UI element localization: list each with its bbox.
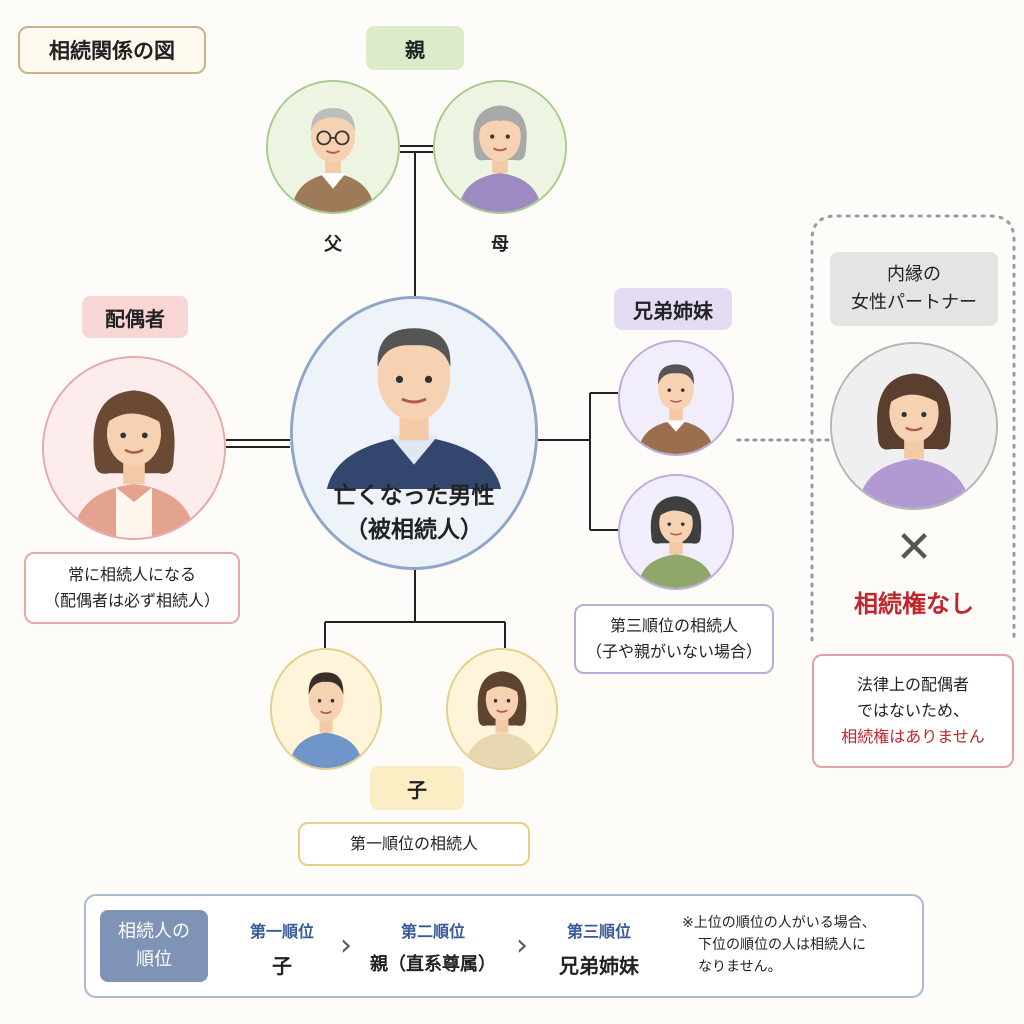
- spouse-illustration: [44, 358, 224, 538]
- siblings-note: 第三順位の相続人 （子や親がいない場合）: [574, 604, 774, 674]
- deceased-portrait: 亡くなった男性 （被相続人）: [290, 296, 538, 570]
- spouse-note: 常に相続人になる （配偶者は必ず相続人）: [24, 552, 240, 624]
- no-inheritance-label: 相続権なし: [854, 590, 974, 618]
- rank-2-heading: 第二順位: [400, 922, 465, 941]
- brother-illustration: [620, 342, 732, 454]
- daughter-illustration: [448, 650, 556, 768]
- father-illustration: [268, 82, 398, 212]
- rank-2-value: 親（直系尊属）: [370, 954, 496, 975]
- rank-3-value: 兄弟姉妹: [559, 954, 639, 978]
- order-label-line1: 相続人の: [118, 921, 190, 942]
- partner-note-line1: 法律上の配偶者: [856, 675, 969, 694]
- mother-portrait: [433, 80, 567, 214]
- father-portrait: [266, 80, 400, 214]
- rank-3-heading: 第三順位: [566, 922, 631, 941]
- order-label-line2: 順位: [136, 949, 172, 970]
- siblings-note-line2: （子や親がいない場合）: [585, 642, 762, 661]
- siblings-tag: 兄弟姉妹: [614, 288, 732, 330]
- deceased-label-line2: （被相続人）: [345, 517, 483, 543]
- partner-portrait: [830, 342, 998, 510]
- deceased-label: 亡くなった男性 （被相続人）: [293, 479, 535, 547]
- son-illustration: [272, 650, 380, 768]
- daughter-portrait: [446, 648, 558, 770]
- siblings-note-line1: 第三順位の相続人: [609, 616, 738, 635]
- page-title: 相続関係の図: [18, 26, 206, 74]
- footnote-line2: 下位の順位の人は相続人に: [698, 937, 866, 953]
- sister-illustration: [620, 476, 732, 588]
- deceased-illustration: [293, 299, 535, 567]
- partner-note: 法律上の配偶者 ではないため、 相続権はありません: [812, 654, 1014, 768]
- rank-1-value: 子: [272, 954, 292, 978]
- son-portrait: [270, 648, 382, 770]
- footnote-line1: ※上位の順位の人がいる場合、: [682, 915, 876, 931]
- father-label: 父: [324, 234, 342, 255]
- partner-note-line3: 相続権はありません: [841, 727, 985, 746]
- chevron-right-icon: ›: [340, 928, 352, 963]
- mother-illustration: [435, 82, 565, 212]
- partner-illustration: [832, 344, 996, 508]
- spouse-note-line1: 常に相続人になる: [67, 565, 196, 584]
- inheritance-order-panel: [84, 894, 924, 998]
- partner-dotted-border: [810, 214, 1016, 642]
- partner-tag-line2: 女性パートナー: [851, 292, 977, 313]
- order-footnote: ※上位の順位の人がいる場合、 下位の順位の人は相続人に なりません。: [682, 912, 914, 978]
- chevron-right-icon: ›: [516, 928, 528, 963]
- spouse-portrait: [42, 356, 226, 540]
- brother-portrait: [618, 340, 734, 456]
- inheritance-order-label: 相続人の 順位: [100, 910, 208, 982]
- spouse-tag: 配偶者: [82, 296, 188, 338]
- cross-icon: ✕: [895, 522, 933, 573]
- mother-label: 母: [491, 234, 509, 255]
- spouse-note-line2: （配偶者は必ず相続人）: [43, 591, 220, 610]
- sister-portrait: [618, 474, 734, 590]
- children-tag: 子: [370, 766, 464, 810]
- partner-note-line2: ではないため、: [856, 701, 969, 720]
- footnote-line3: なりません。: [698, 959, 782, 975]
- deceased-label-line1: 亡くなった男性: [333, 483, 495, 509]
- partner-tag: 内縁の 女性パートナー: [830, 252, 998, 326]
- parents-tag: 親: [366, 26, 464, 70]
- rank-1-heading: 第一順位: [249, 922, 314, 941]
- partner-tag-line1: 内縁の: [887, 264, 941, 285]
- children-note: 第一順位の相続人: [298, 822, 530, 866]
